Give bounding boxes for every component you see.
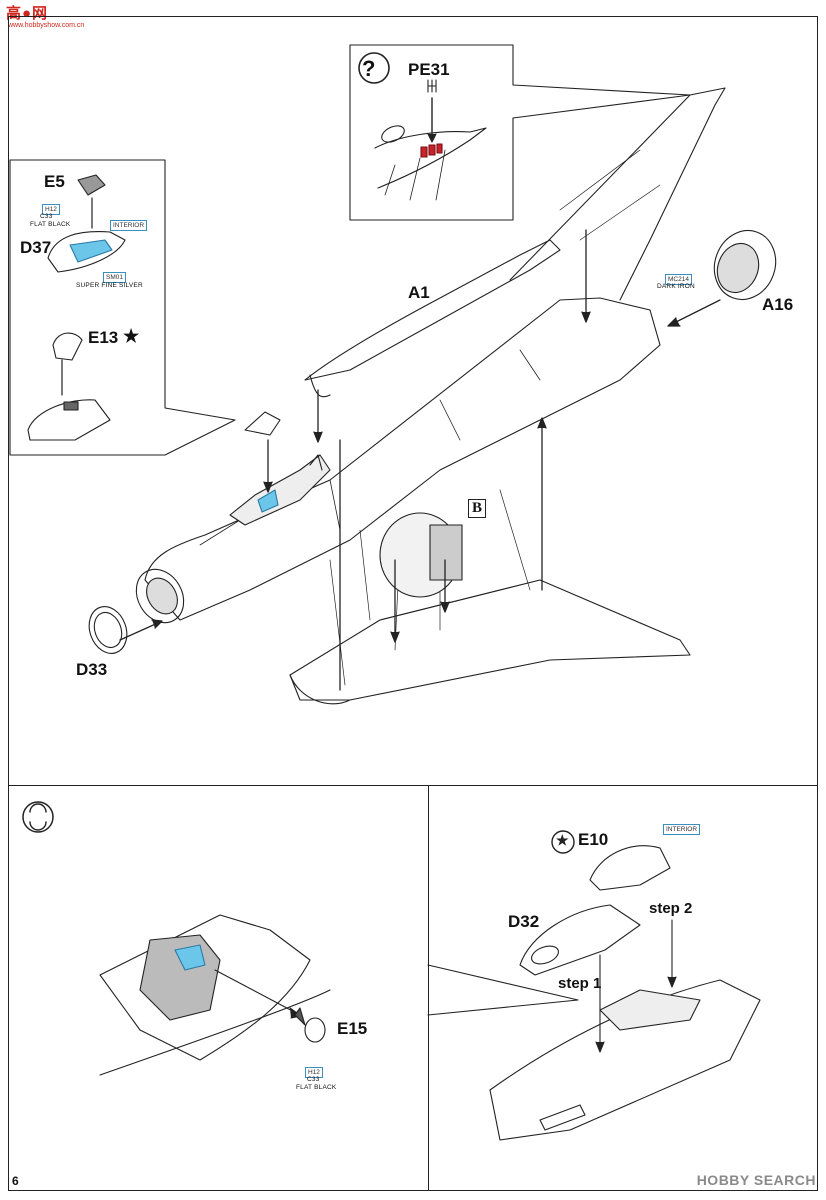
paint-interior-b: INTERIOR: [663, 824, 701, 835]
site-url: www.hobbyshow.com.cn: [8, 22, 85, 29]
label-e15: E15: [337, 1019, 368, 1038]
label-step1: step 1: [558, 975, 602, 992]
section-divider-vertical: [428, 785, 429, 1191]
label-pe31: PE31: [408, 60, 450, 79]
label-d33: D33: [76, 660, 108, 679]
option-star-icon: ★: [123, 326, 140, 346]
inset-pe31: [349, 44, 691, 221]
label-d32: D32: [508, 912, 540, 931]
hobby-search-watermark: HOBBY SEARCH: [696, 1172, 816, 1188]
label-a16: A16: [762, 295, 794, 314]
fuselage: [88, 87, 777, 705]
site-logo: 高●网: [6, 5, 49, 22]
label-e13: E13: [88, 328, 119, 347]
label-e5: E5: [44, 172, 65, 191]
label-b: B: [468, 499, 487, 518]
label-e10: E10: [578, 830, 609, 849]
lower-left-drawing: [22, 801, 331, 1076]
paint-interior: INTERIOR: [110, 220, 148, 231]
paint-c33: C33: [40, 213, 53, 220]
option-star-icon-b: ★: [556, 832, 569, 848]
paint-super-fine-silver: SUPER FINE SILVER: [76, 282, 143, 289]
paint-sm01: SM01: [103, 272, 126, 283]
paint-c33-b: C33: [307, 1076, 320, 1083]
label-step2: step 2: [649, 900, 693, 917]
question-icon: ?: [362, 56, 376, 81]
lower-right-drawing: [427, 830, 761, 1141]
assembly-arrows: [119, 229, 721, 691]
label-a1: A1: [408, 283, 430, 302]
paint-mc214: MC214: [665, 274, 692, 285]
section-divider-horizontal: [8, 785, 818, 786]
label-d37: D37: [20, 238, 52, 257]
paint-h12-b: H12: [305, 1067, 323, 1078]
inset-cockpit: [9, 159, 236, 456]
page-frame: [8, 16, 818, 1191]
paint-h12: H12: [42, 204, 60, 215]
paint-dark-iron: DARK IRON: [657, 283, 695, 290]
paint-flat-black: FLAT BLACK: [30, 221, 71, 228]
page-number: 6: [12, 1174, 19, 1188]
paint-flat-black-b: FLAT BLACK: [296, 1084, 337, 1091]
